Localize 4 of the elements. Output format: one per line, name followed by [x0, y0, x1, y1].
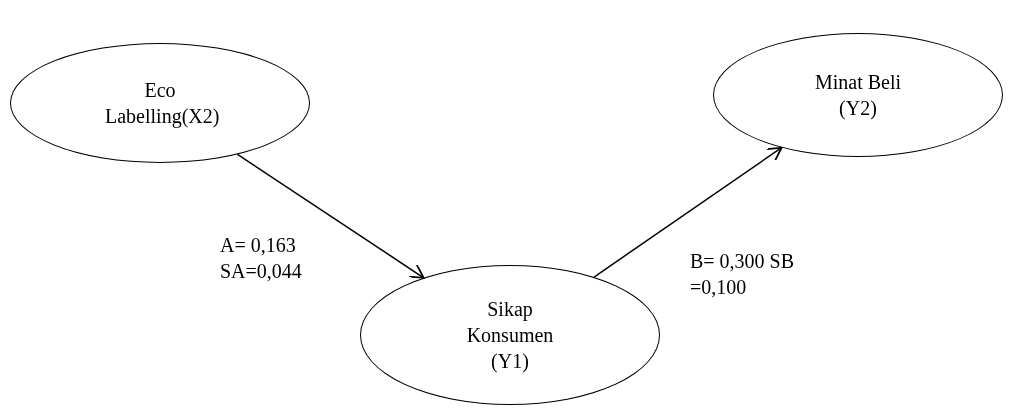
node-label: Sikap Konsumen (Y1): [465, 297, 555, 374]
node-label: Minat Beli (Y2): [813, 70, 903, 121]
arrow: [236, 153, 425, 279]
arrow: [593, 146, 783, 278]
